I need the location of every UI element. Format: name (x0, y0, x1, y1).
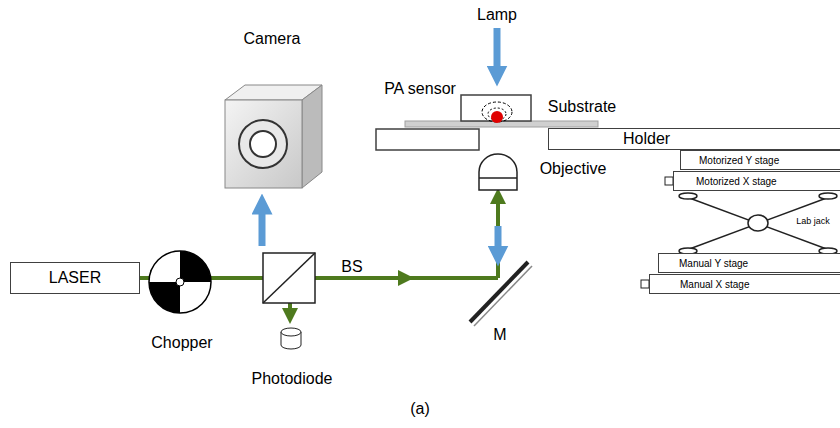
node-label: Motorized Y stage (699, 155, 779, 166)
part-label: BS (341, 258, 362, 276)
node-label: Manual X stage (680, 279, 750, 290)
part-label: Chopper (151, 334, 212, 352)
part-label: (a) (410, 400, 430, 418)
mirror (470, 262, 528, 322)
part-label: Lamp (477, 6, 517, 24)
stage-box: Motorized Y stage (680, 150, 840, 170)
beam-splitter (263, 253, 315, 303)
holder-left (376, 129, 479, 150)
laser-beam (140, 196, 498, 316)
part-label: Camera (244, 30, 301, 48)
part-label: Objective (540, 160, 607, 178)
laser-box: LASER (10, 262, 140, 294)
acoustic-wave (482, 102, 512, 122)
stage-box: Manual X stage (649, 274, 840, 294)
part-label: PA sensor (384, 80, 456, 98)
node-label: Holder (623, 130, 670, 148)
sample-spot (491, 111, 503, 123)
chopper-wheel (149, 251, 211, 313)
lab-jack (679, 193, 837, 254)
stage-box: Manual Y stage (658, 253, 840, 273)
knob (665, 177, 673, 185)
part-label: M (493, 326, 506, 344)
mirror-back (474, 266, 532, 326)
stage-box: Motorized X stage (673, 171, 840, 191)
part-label: Lab jack (795, 217, 831, 227)
node-label: Manual Y stage (679, 258, 748, 269)
node-label: LASER (49, 269, 101, 287)
part-label: Photodiode (252, 370, 333, 388)
holder-plate: Holder (548, 128, 840, 150)
knob (641, 280, 649, 288)
node-label: Motorized X stage (696, 176, 777, 187)
photodiode-symbol (281, 328, 301, 349)
camera-symbol (225, 85, 322, 188)
part-label: Substrate (548, 98, 616, 116)
objective-lens (479, 154, 517, 190)
